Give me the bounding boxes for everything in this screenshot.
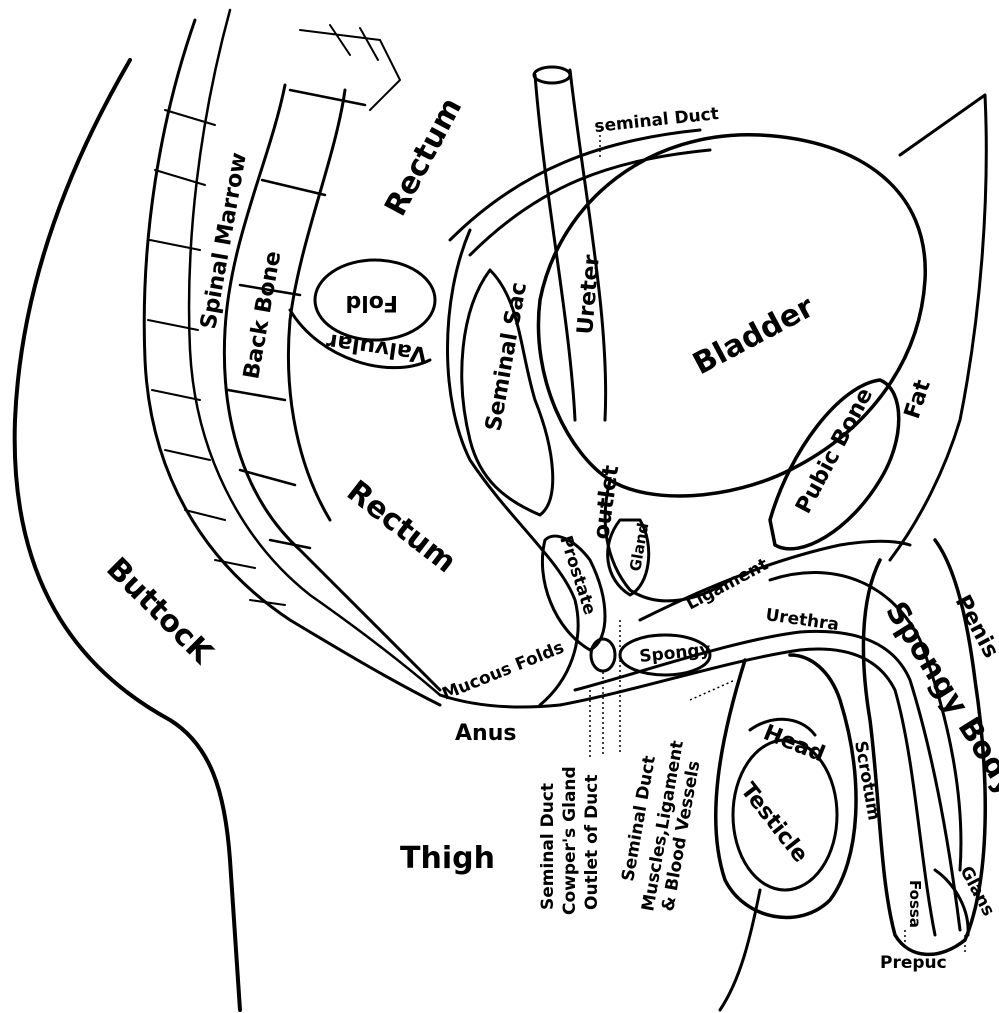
- prostate-shape: [540, 534, 607, 652]
- label-testicle: Testicle: [735, 778, 812, 867]
- bladder-outline: [536, 133, 927, 498]
- label-valvular: Valvular: [325, 328, 429, 367]
- label-fossa: Fossa: [906, 880, 924, 928]
- label-head: Head: [760, 720, 829, 767]
- testicle-shape: [731, 738, 839, 892]
- glans-outline: [933, 868, 970, 937]
- seminal-duct-tube: [448, 128, 712, 257]
- ureter-opening: [532, 65, 572, 85]
- back-bone-segments: [226, 88, 367, 550]
- outline-strokes: [12, 8, 988, 1012]
- label-fold: Fold: [345, 290, 398, 315]
- leader-lines: [589, 130, 966, 955]
- anal-canal: [438, 693, 562, 709]
- urethra-path: [558, 647, 937, 937]
- pubic-bone-outline: [768, 378, 901, 551]
- label-outlet-of-duct: Outlet of Duct: [582, 775, 602, 911]
- label-thigh: Thigh: [400, 841, 495, 876]
- spine-inner-line: [187, 8, 442, 697]
- valvular-curve: [288, 308, 432, 370]
- labels: Rectum Rectum Spinal Marrow Back Bone Fo…: [99, 92, 999, 973]
- spine-outer-line: [142, 18, 442, 707]
- label-cowpers-gland: Cowper's Gland: [560, 766, 580, 915]
- testicle-cord: [718, 888, 762, 1012]
- back-bone-outline-2: [286, 88, 347, 522]
- scrotum-outline: [713, 653, 858, 920]
- vertebra-segments: [147, 109, 286, 606]
- label-outlet: outlet: [589, 463, 624, 541]
- top-tissue: [299, 24, 401, 111]
- bladder-outlet: [603, 478, 732, 603]
- rectum-wall: [446, 228, 580, 707]
- label-rectum-top: Rectum: [378, 92, 469, 222]
- label-anus: Anus: [455, 721, 516, 746]
- label-spongy-small: Spongy: [638, 640, 711, 667]
- label-glans: Glans: [956, 863, 999, 920]
- label-ureter: Ureter: [573, 254, 605, 336]
- label-bladder: Bladder: [687, 289, 820, 382]
- label-seminal-duct-bottom: Seminal Duct: [538, 783, 558, 910]
- label-seminal-duct-top: seminal Duct: [593, 104, 719, 137]
- label-back-bone: Back Bone: [239, 249, 286, 381]
- label-rectum-main: Rectum: [340, 474, 463, 581]
- penis-outline: [861, 538, 987, 957]
- gland-shape: [606, 518, 651, 597]
- label-penis: Penis: [950, 591, 999, 662]
- label-prepuce: Prepuc: [880, 953, 947, 973]
- label-mucous-folds: Mucous Folds: [439, 638, 567, 705]
- testicle-head: [748, 717, 817, 737]
- fat-outline: [888, 93, 988, 562]
- label-buttock: ButtocK: [99, 551, 220, 672]
- label-fat: Fat: [900, 376, 936, 421]
- spongy-body-outline: [768, 571, 963, 872]
- ligament-band: [638, 539, 912, 622]
- fold-shape: [313, 258, 437, 342]
- cowpers-oval: [589, 637, 617, 673]
- label-ligament: Ligament: [683, 555, 772, 615]
- seminal-sac-outline: [460, 268, 555, 517]
- urethra-path-2: [573, 629, 962, 932]
- back-bone-outline: [222, 83, 442, 692]
- buttock-outline: [12, 58, 242, 1012]
- ureter-tube: [533, 68, 608, 422]
- label-spinal-marrow: Spinal Marrow: [196, 151, 252, 331]
